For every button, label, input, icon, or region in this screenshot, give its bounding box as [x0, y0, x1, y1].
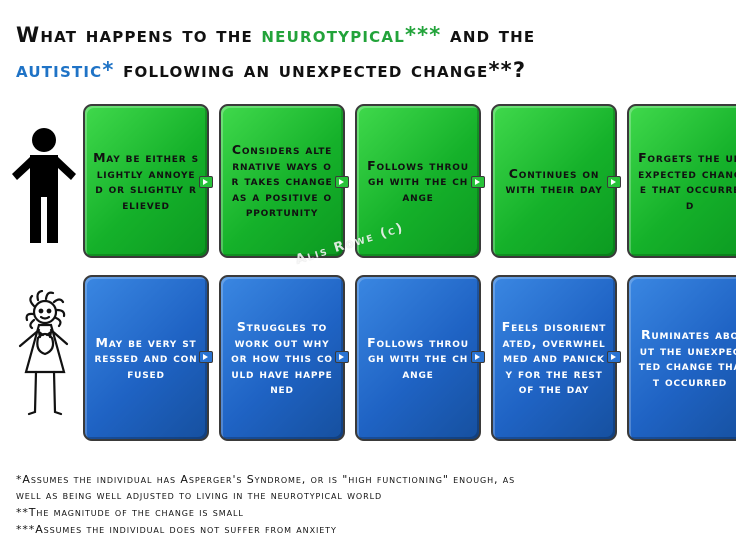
- arrow-right-icon: [335, 351, 349, 363]
- arrow-right-icon: [607, 176, 621, 188]
- arrow-right-icon: [199, 176, 213, 188]
- autistic-step-2: Struggles to work out why or how this co…: [219, 275, 345, 441]
- title-line-2: autistic* following an unexpected change…: [16, 57, 726, 83]
- neurotypical-step-3: Follows through with the change: [355, 104, 481, 258]
- neurotypical-step-4: Continues on with their day: [491, 104, 617, 258]
- title-line-1: What happens to the neurotypical*** and …: [16, 22, 726, 48]
- neurotypical-step-2: Considers alternative ways or takes chan…: [219, 104, 345, 258]
- footnote-magnitude: **The magnitude of the change is small: [16, 506, 244, 519]
- stick-figure-icon: [8, 126, 80, 248]
- autistic-step-1: May be very stressed and confused: [83, 275, 209, 441]
- title-autistic: autistic*: [16, 58, 115, 82]
- arrow-right-icon: [607, 351, 621, 363]
- arrow-right-icon: [471, 351, 485, 363]
- girl-with-cat-icon: [12, 290, 78, 424]
- arrow-right-icon: [335, 176, 349, 188]
- footnote-asperger-continued: well as being well adjusted to living in…: [16, 489, 383, 502]
- title-text: and the: [441, 23, 536, 47]
- neurotypical-step-5: Forgets the unexpected change that occur…: [627, 104, 736, 258]
- footnote-asperger: *Assumes the individual has Asperger's S…: [16, 473, 516, 486]
- autistic-step-3: Follows through with the change: [355, 275, 481, 441]
- autistic-step-5: Ruminates about the unexpected change th…: [627, 275, 736, 441]
- title-text: following an unexpected change**?: [114, 58, 527, 82]
- title-neurotypical: neurotypical***: [261, 23, 442, 47]
- autistic-step-4: Feels disorientated, overwhelmed and pan…: [491, 275, 617, 441]
- neurotypical-step-1: May be either slightly annoyed or slight…: [83, 104, 209, 258]
- arrow-right-icon: [199, 351, 213, 363]
- footnote-anxiety: ***Assumes the individual does not suffe…: [16, 523, 337, 536]
- arrow-right-icon: [471, 176, 485, 188]
- title-text: What happens to the: [16, 23, 262, 47]
